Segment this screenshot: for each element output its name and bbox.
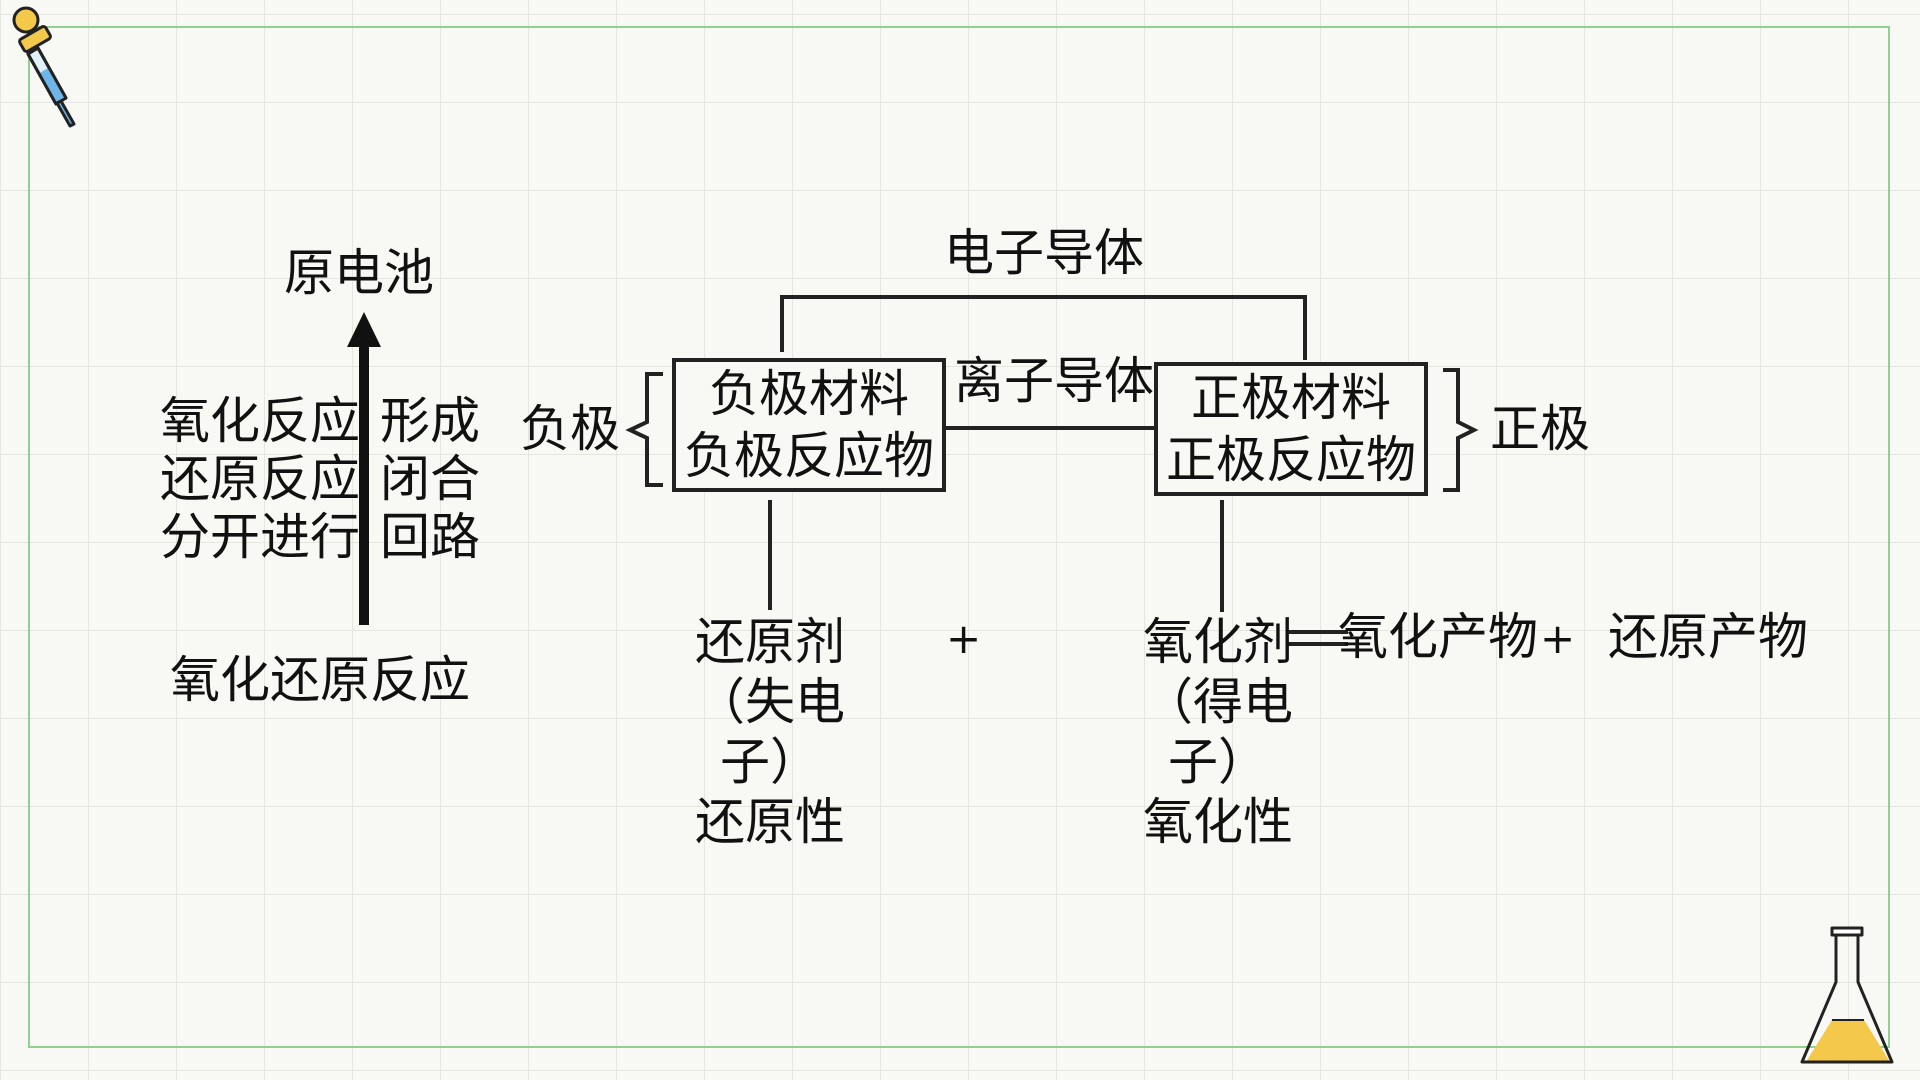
up-arrow-head — [347, 312, 381, 347]
oxidizer-group: 氧化剂 （得电子） 氧化性 — [1108, 612, 1328, 852]
reducer-property: 还原性 — [695, 793, 845, 851]
positive-bracket — [1443, 368, 1479, 492]
positive-box-line: 正极材料 — [1191, 369, 1391, 427]
battery-right-text: 形成 闭合 回路 — [380, 392, 480, 566]
negative-box-line: 负极材料 — [709, 365, 909, 423]
negative-box-line: 负极反应物 — [684, 427, 934, 485]
reducer-name: 还原剂 — [695, 613, 845, 671]
positive-electrode-box: 正极材料 正极反应物 — [1154, 362, 1428, 496]
ion-conductor-label: 离子导体 — [954, 352, 1154, 410]
negative-bracket — [625, 372, 663, 487]
reducer-note: （失电子） — [695, 673, 845, 791]
battery-right-line: 闭合 — [380, 450, 480, 508]
negative-electrode-label: 负极 — [520, 400, 620, 458]
dropper-icon — [12, 6, 76, 128]
battery-base-label: 氧化还原反应 — [170, 651, 470, 709]
battery-left-line: 氧化反应 — [160, 392, 360, 450]
positive-electrode-label: 正极 — [1490, 400, 1590, 458]
slide-frame — [28, 26, 1890, 1048]
plus-sign: + — [946, 614, 982, 663]
electron-conductor-wire — [780, 295, 1307, 360]
battery-right-line: 形成 — [380, 392, 480, 450]
up-arrow-shaft — [359, 345, 369, 625]
battery-right-line: 回路 — [380, 508, 480, 566]
electron-conductor-label: 电子导体 — [944, 224, 1144, 282]
oxidizer-note: （得电子） — [1143, 673, 1293, 791]
flask-icon — [1800, 926, 1894, 1064]
battery-title: 原电池 — [284, 244, 434, 302]
battery-left-line: 还原反应 — [160, 450, 360, 508]
reducer-group: 还原剂 （失电子） 还原性 — [660, 612, 880, 852]
oxidizer-property: 氧化性 — [1143, 793, 1293, 851]
oxidizer-name: 氧化剂 — [1143, 613, 1293, 671]
battery-left-text: 氧化反应 还原反应 分开进行 — [160, 392, 360, 566]
reduction-product: 还原产物 — [1608, 608, 1808, 666]
oxidation-product: 氧化产物 — [1338, 608, 1538, 666]
plus-sign: + — [1540, 614, 1576, 663]
battery-left-line: 分开进行 — [160, 508, 360, 566]
negative-electrode-box: 负极材料 负极反应物 — [672, 358, 946, 492]
positive-box-line: 正极反应物 — [1166, 431, 1416, 489]
